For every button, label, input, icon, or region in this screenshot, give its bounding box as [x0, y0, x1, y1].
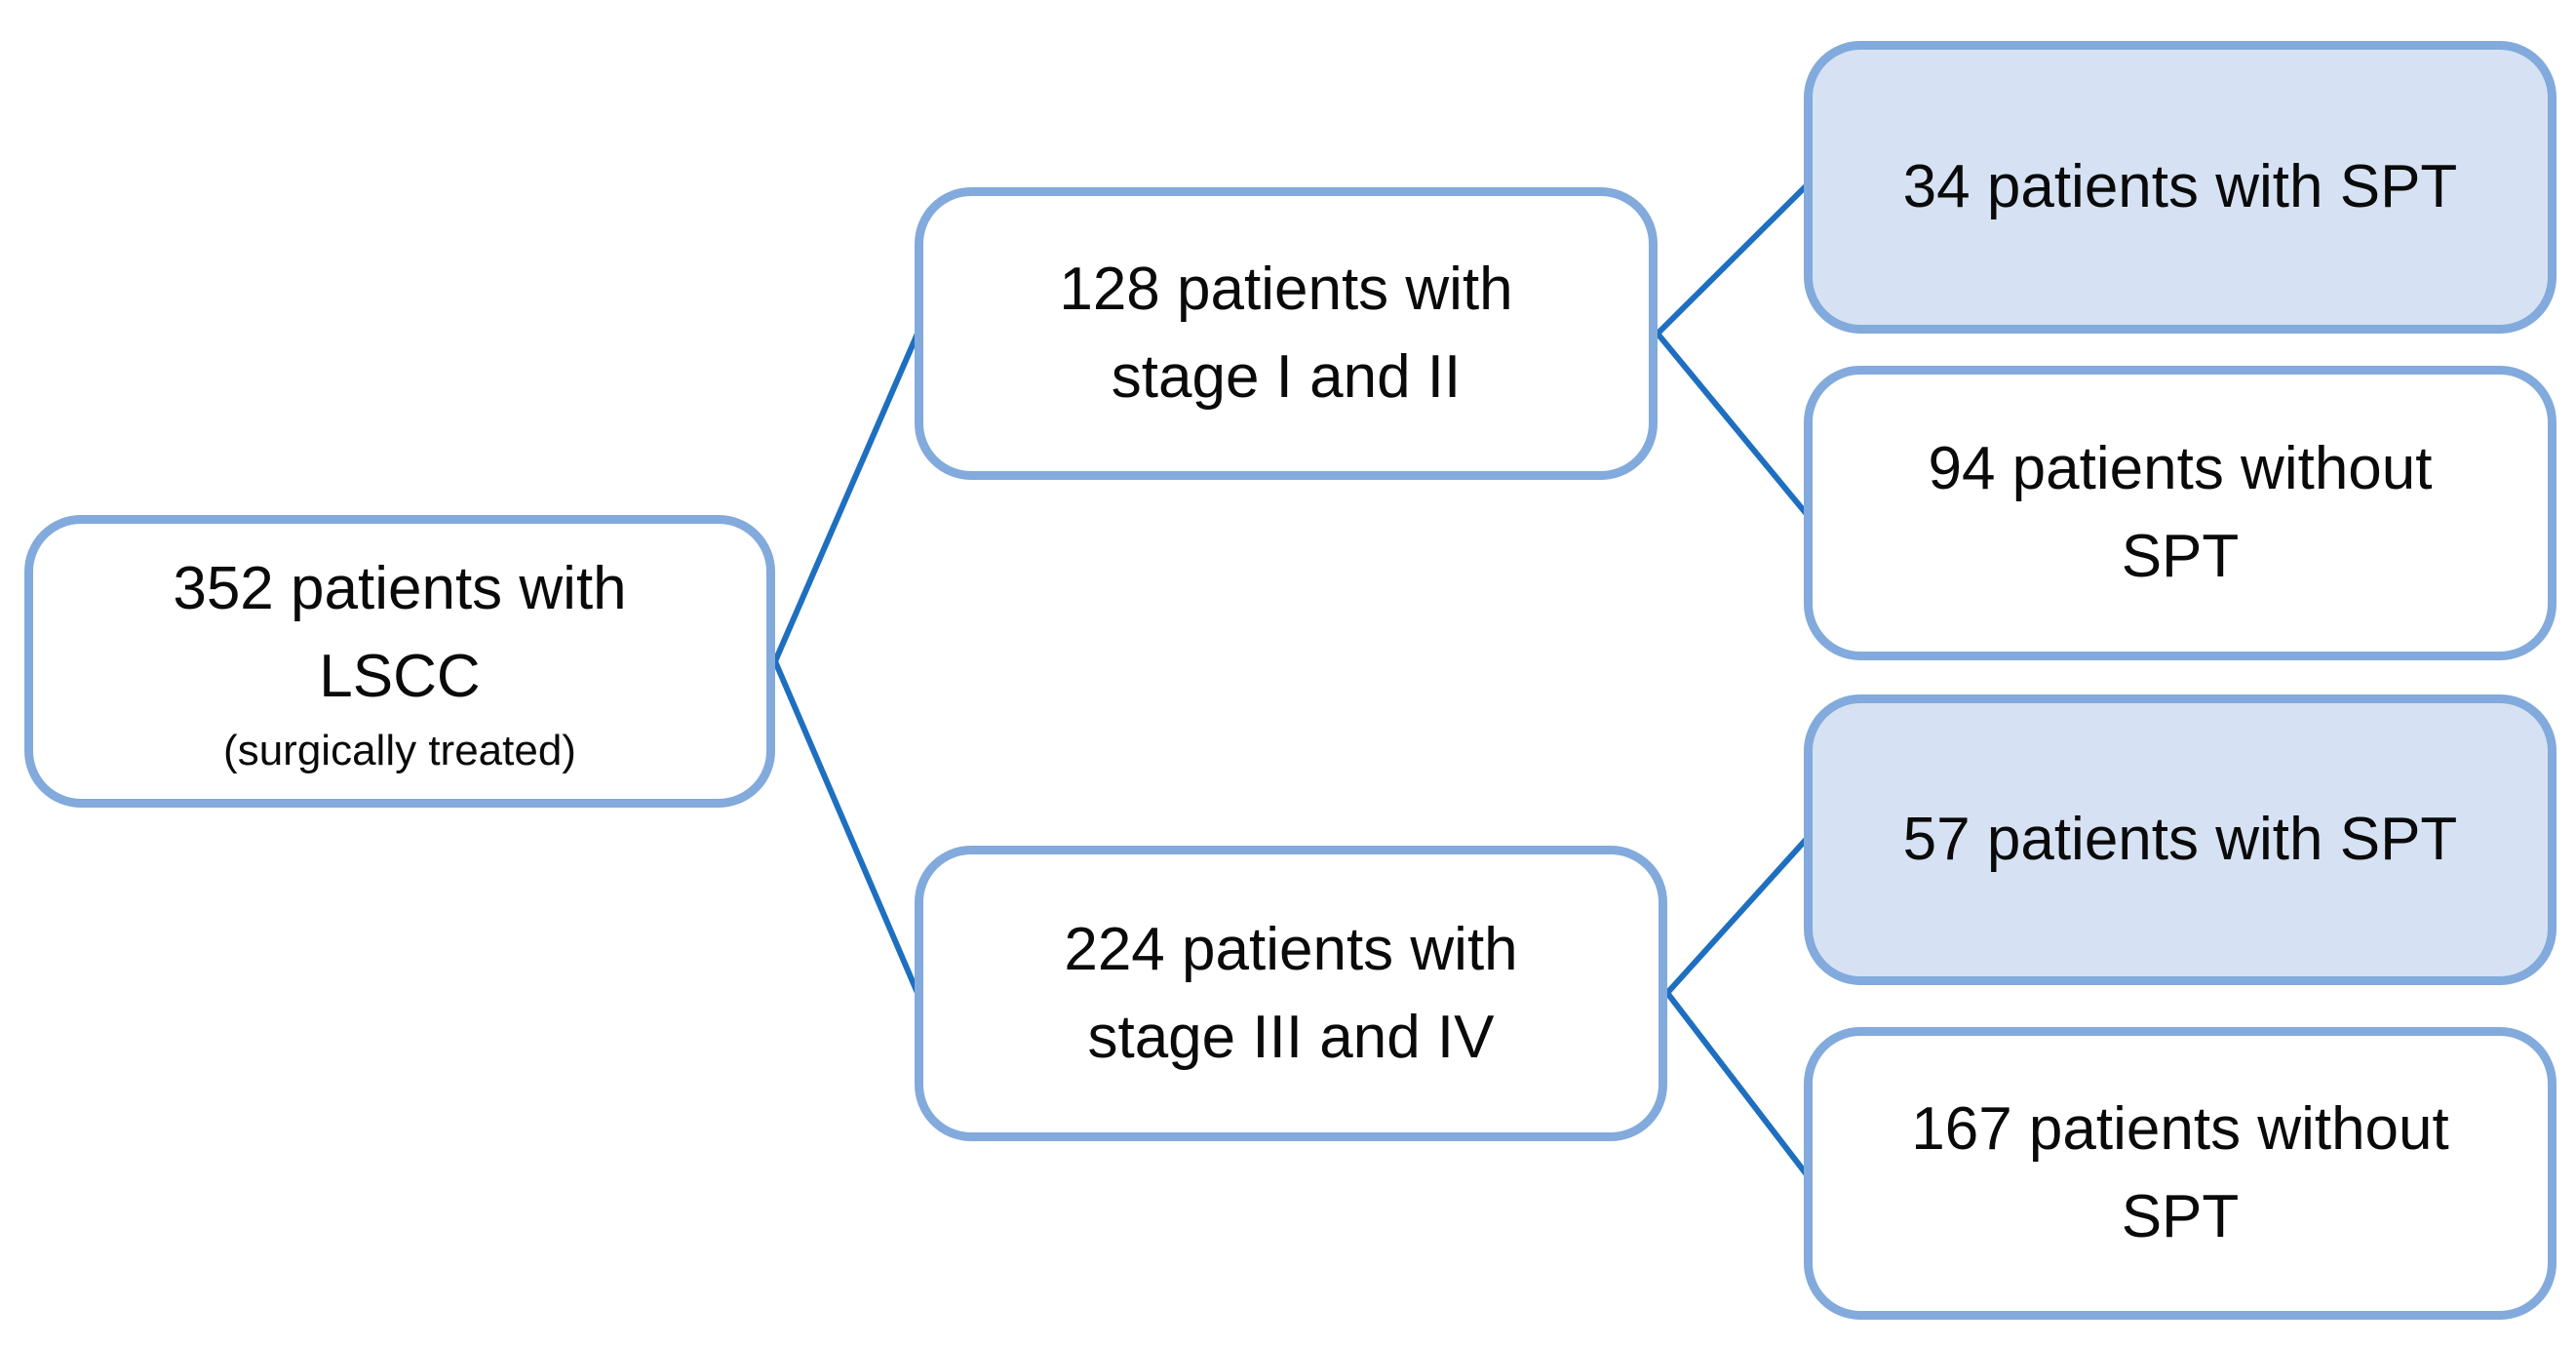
node-no-spt-stage-1-2-line2: SPT: [2121, 523, 2240, 590]
connector-total-stage34: [772, 658, 920, 996]
node-no-spt-stage-1-2-line1: 94 patients without: [1928, 435, 2433, 503]
node-total-lscc-line2: LSCC: [319, 642, 481, 710]
node-no-spt-stage-1-2: 94 patients without SPT: [1804, 366, 2556, 660]
node-spt-stage-1-2-line1: 34 patients with SPT: [1902, 153, 2458, 221]
node-total-lscc-line1: 352 patients with: [173, 554, 627, 622]
node-no-spt-stage-3-4: 167 patients without SPT: [1804, 1027, 2556, 1320]
node-no-spt-stage-3-4-line2: SPT: [2121, 1183, 2240, 1250]
node-spt-stage-3-4-line1: 57 patients with SPT: [1902, 806, 2458, 874]
node-spt-stage-1-2: 34 patients with SPT: [1804, 41, 2556, 334]
connector-stage34-nospt34: [1664, 990, 1809, 1176]
connector-stage12-spt12: [1655, 183, 1809, 337]
node-stage-1-2-line1: 128 patients with: [1059, 256, 1513, 324]
node-stage-3-4: 224 patients with stage III and IV: [915, 846, 1667, 1141]
node-no-spt-stage-3-4-line1: 167 patients without: [1911, 1095, 2449, 1164]
node-stage-3-4-line2: stage III and IV: [1087, 1003, 1495, 1071]
node-spt-stage-3-4: 57 patients with SPT: [1804, 694, 2556, 985]
node-stage-1-2-line2: stage I and II: [1111, 343, 1462, 411]
connector-stage34-spt34: [1664, 837, 1809, 996]
node-stage-3-4-line1: 224 patients with: [1064, 915, 1518, 983]
node-total-lscc-note: (surgically treated): [223, 727, 576, 775]
connector-stage12-nospt12: [1655, 331, 1809, 516]
node-stage-1-2: 128 patients with stage I and II: [915, 187, 1658, 480]
connector-total-stage12: [772, 331, 920, 664]
node-total-lscc: 352 patients with LSCC (surgically treat…: [24, 515, 775, 808]
